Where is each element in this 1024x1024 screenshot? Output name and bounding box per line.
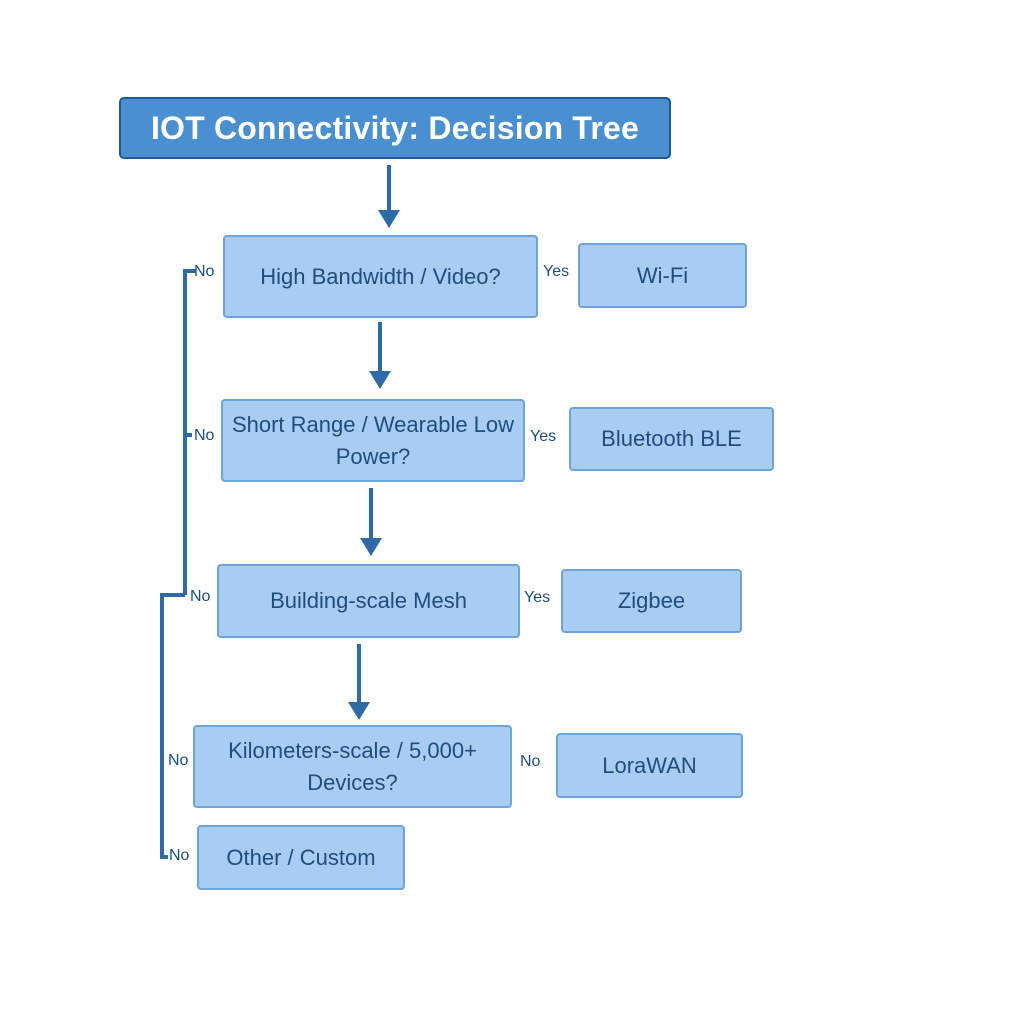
outcome-text: Bluetooth BLE xyxy=(601,426,742,451)
edge-label-final-no: No xyxy=(169,847,190,864)
edge-label-q3-no: No xyxy=(190,588,211,605)
arrowhead-q3-to-q4 xyxy=(348,702,370,720)
arrowhead-q2-to-q3 xyxy=(360,538,382,556)
no-path-lower xyxy=(160,593,185,859)
question-text: Building-scale Mesh xyxy=(270,588,467,613)
outcome-text: LoraWAN xyxy=(602,752,697,778)
arrowhead-q1-to-q2 xyxy=(369,371,391,389)
no-path-upper xyxy=(183,269,196,595)
question-node-short-range: Short Range / Wearable Low Power? xyxy=(221,399,525,482)
question-node-building-mesh: Building-scale Mesh xyxy=(217,564,520,638)
arrowhead-title-to-q1 xyxy=(378,210,400,228)
outcome-text: Zigbee xyxy=(617,588,686,613)
question-node-kilometers-scale: Kilometers-scale / 5,000+ Devices? xyxy=(193,725,512,808)
question-text: Kilometers-scale / 5,000+ Devices? xyxy=(228,737,477,795)
outcome-node-lorawan: LoraWAN xyxy=(556,733,743,798)
edge-label-q4-right: No xyxy=(520,753,541,770)
outcome-node-zigbee: Zigbee xyxy=(561,569,742,633)
outcome-text: Wi-Fi xyxy=(636,262,689,288)
question-node-high-bandwidth: High Bandwidth / Video? xyxy=(223,235,538,318)
question-text: Short Range / Wearable Low Power? xyxy=(231,411,515,469)
edge-label-q2-no: No xyxy=(194,427,215,444)
diagram-title: IOT Connectivity: Decision Tree xyxy=(119,97,671,159)
outcome-node-bluetooth-ble: Bluetooth BLE xyxy=(569,407,774,471)
outcome-node-other-custom: Other / Custom xyxy=(197,825,405,890)
outcome-text: Other / Custom xyxy=(226,844,376,870)
edge-label-q1-no: No xyxy=(194,263,215,280)
edge-label-q4-no: No xyxy=(168,752,189,769)
question-text: High Bandwidth / Video? xyxy=(260,263,501,289)
edge-label-q3-yes: Yes xyxy=(524,589,551,606)
edge-label-q2-yes: Yes xyxy=(530,428,557,445)
outcome-node-wifi: Wi-Fi xyxy=(578,243,747,308)
edge-label-q1-yes: Yes xyxy=(543,263,570,280)
